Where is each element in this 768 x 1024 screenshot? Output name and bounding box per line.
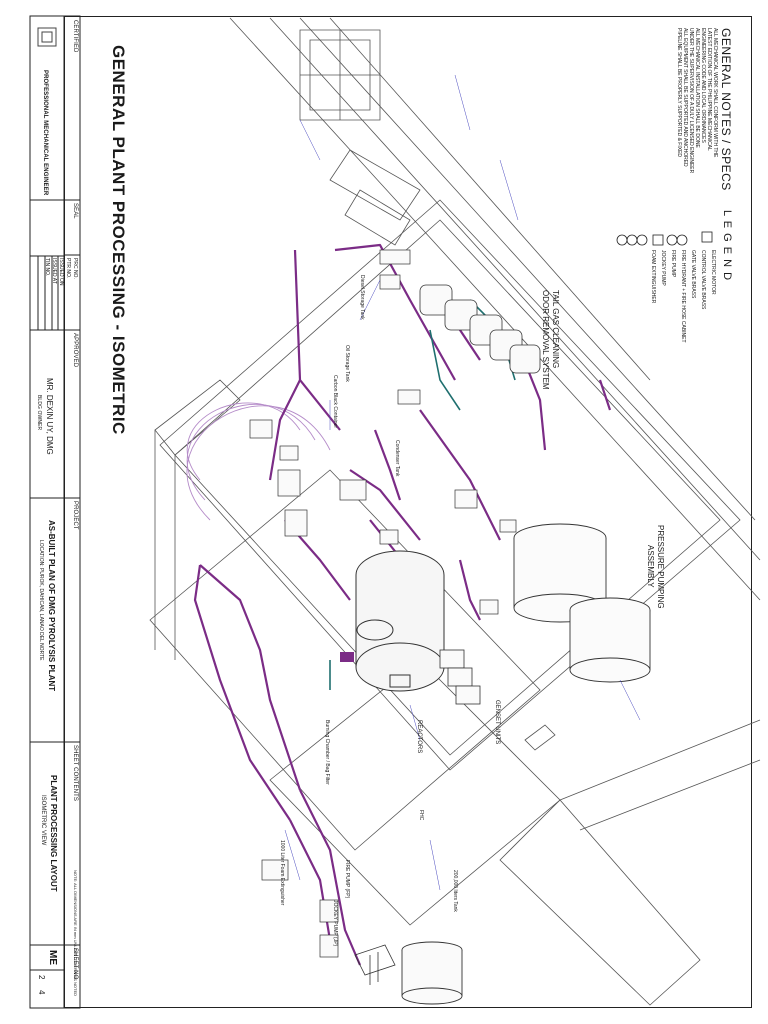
main-title: GENERAL PLANT PROCESSING - ISOMETRIC	[109, 45, 128, 435]
tb-field: PTR NO.	[65, 258, 71, 279]
note-line: ALL EQUIPMENT SHALL BE SUPPORTED AND ANC…	[682, 28, 688, 167]
company-logo	[37, 27, 57, 47]
note-line: ALL MECHANICAL INSTALLATION SHALL BE DON…	[694, 28, 700, 148]
callout-water-tank: 200,000 liters Tank	[452, 870, 458, 912]
note-line: PIPELINE SHALL BE PROPERLY SUPPORTED & F…	[676, 28, 682, 158]
callout-oil-storage: Oil Storage Tank	[344, 345, 350, 382]
note-line: ENGINEERING CODE AND LOCAL ORDINANCES	[700, 28, 706, 143]
sheet-total: 4	[37, 990, 46, 995]
legend-list: ELECTRIC MOTOR CONTROL VALVE BRASS GATE …	[648, 250, 718, 343]
callout-fire-pump: FIRE PUMP (FP)	[344, 860, 350, 899]
callout-jockey-pump: JOCKEY PUMP (JP)	[332, 900, 338, 947]
legend-item-control-valve: CONTROL VALVE BRASS	[700, 250, 706, 310]
piping-network	[193, 243, 612, 966]
water-tank	[401, 941, 463, 1005]
tb-field: ISSUED AT	[51, 258, 57, 284]
tb-sheet-no-label: SHEET NO.	[72, 948, 78, 982]
tb-project-label: PROJECT	[72, 501, 78, 530]
sheet-num: 2	[37, 975, 46, 980]
tb-engineer-name: PROFESSIONAL MECHANICAL ENGINEER	[42, 70, 48, 196]
tb-approver-role: BLDG OWNER	[36, 395, 42, 431]
tb-fields: PRC NO. PTR NO. ISSUED ON ISSUED AT TIN …	[43, 258, 78, 286]
tb-sheet-title: PLANT PROCESSING LAYOUT	[49, 775, 58, 892]
leader-lines	[284, 74, 641, 891]
callout-odor: ODOR REMOVAL SYSTEM	[541, 290, 550, 390]
storage-tank-right	[569, 597, 651, 683]
tb-field: PRC NO.	[72, 258, 78, 279]
tb-field: TIN NO.	[44, 258, 50, 277]
title-block-frame	[29, 15, 81, 1009]
tb-project-location: LOCATION: PUROK, DAHICAN, LANAO DEL NORT…	[38, 540, 44, 661]
tb-seal-label: SEAL	[72, 203, 78, 219]
tb-project-title: AS-BUILT PLAN OF DMG PYROLYSIS PLANT	[47, 520, 56, 692]
callout-assembly: ASSEMBLY	[646, 545, 655, 588]
tail-gas-tanks	[419, 284, 541, 374]
callout-foam: 1000 Liter Foam Extinguisher	[279, 840, 285, 906]
callout-pressure: PRESSURE PUMPING	[656, 525, 665, 609]
legend-item-motor: ELECTRIC MOTOR	[710, 250, 716, 295]
callout-tail-gas: TAIL GAS CLEANING	[551, 290, 560, 369]
legend-item-jockey-pump: JOCKEY PUMP	[660, 250, 666, 286]
misc-equipment	[249, 249, 517, 958]
reactor-valve	[340, 652, 354, 662]
tb-certified-label: CERTIFIED	[72, 20, 78, 53]
legend-item-fhc: FIRE HYDRANT + FIRE HOSE CABINET	[680, 250, 686, 343]
callout-carbon-black: Carbon Black Container	[332, 375, 338, 429]
legend-item-gate-valve: GATE VALVE BRASS	[690, 250, 696, 299]
fire-pump-stand	[354, 944, 396, 985]
plant-slab-outlines	[149, 17, 761, 1006]
tb-sheet-contents-label: SHEET CONTENTS	[72, 745, 78, 801]
general-notes-body: ALL MECHANICAL WORK SHALL CONFORM WITH T…	[676, 28, 718, 173]
legend-title: L E G E N D	[721, 210, 733, 282]
callout-condenser: Condenser Tank	[394, 440, 400, 477]
legend-item-foam: FOAM EXTINGUISHER	[650, 250, 656, 304]
legend-item-fire-pump: FIRE PUMP	[670, 250, 676, 278]
note-line: ALL MECHANICAL WORK SHALL CONFORM WITH T…	[712, 28, 718, 158]
note-line: UNDER THE SUPERVISION OF A DULY LICENSED…	[688, 28, 694, 174]
general-notes-title: GENERAL NOTES / SPECS	[719, 28, 733, 191]
reactor-vessel	[355, 550, 445, 692]
tb-sheet-subtitle: ISOMETRIC VIEW	[40, 795, 46, 846]
callout-burning: Burning Chamber / Bag Filter	[324, 720, 330, 785]
tb-approved-label: APPROVED	[72, 333, 78, 368]
callout-diesel: Diesel Storage Tank	[359, 275, 365, 320]
genset-units	[439, 649, 481, 705]
callout-fhc: FHC	[418, 810, 424, 821]
tb-approver-name: MR. DEXIN UY, DMG	[45, 378, 54, 455]
tb-field: ISSUED ON	[58, 258, 64, 286]
sheet-no: ME	[47, 950, 58, 965]
callout-reactors: REACTORS	[416, 720, 422, 754]
callout-genset: GENSET UNITS	[494, 700, 500, 745]
legend-symbols	[616, 231, 713, 246]
